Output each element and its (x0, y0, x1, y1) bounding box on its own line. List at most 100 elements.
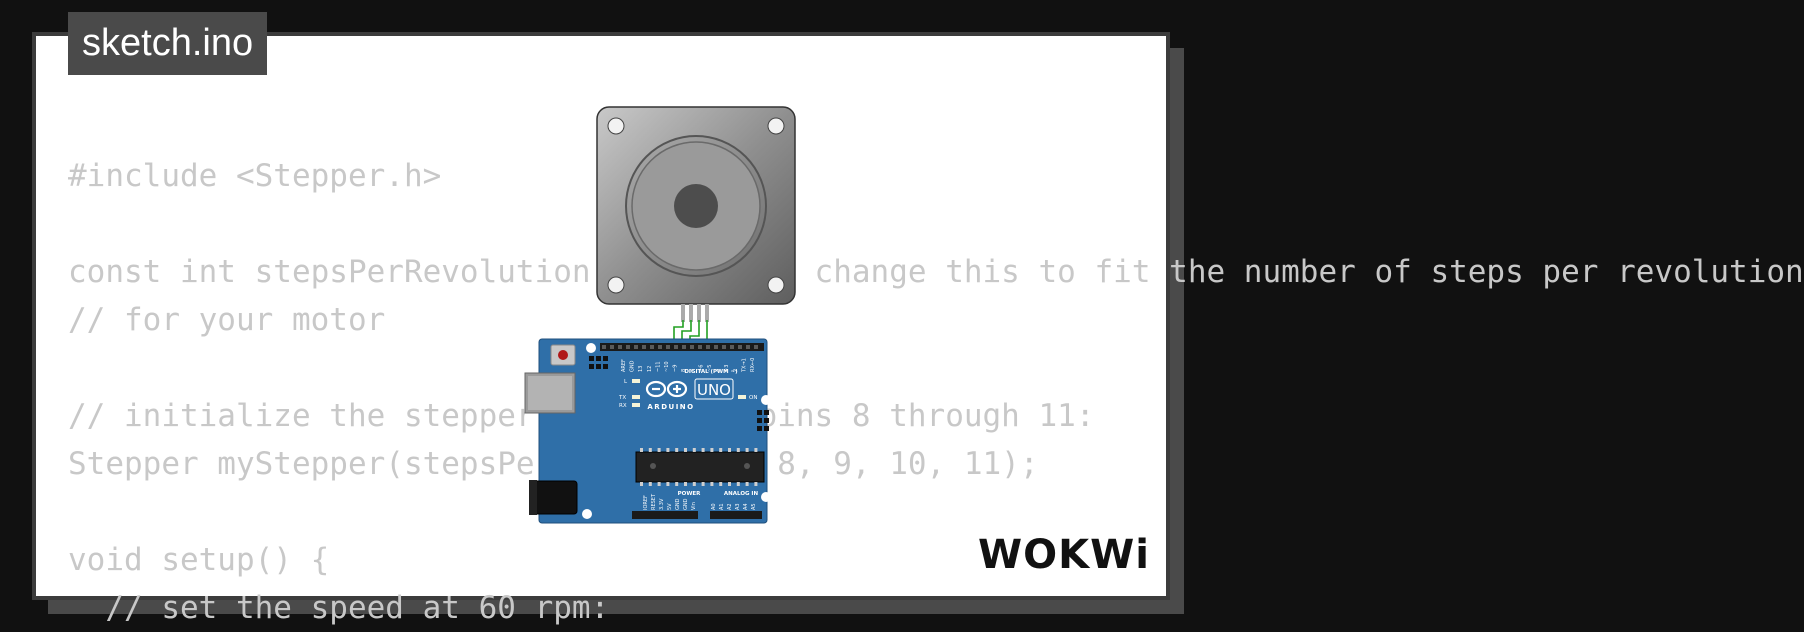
pin-label: A0 (711, 503, 717, 510)
chip-pin (684, 482, 687, 486)
header-pin[interactable] (754, 345, 758, 349)
chip-pin (701, 448, 705, 452)
pin-label: 12 (647, 366, 653, 372)
pin-label: 2 (733, 369, 739, 372)
chip-pin (692, 482, 696, 486)
header-pin[interactable] (666, 345, 670, 349)
pin-label: A3 (735, 503, 741, 510)
pin-label: ~11 (655, 361, 661, 372)
chip-pin (657, 448, 661, 452)
chip-pin (736, 448, 740, 452)
power-header[interactable] (632, 511, 698, 519)
chip-pin (745, 448, 749, 452)
pin-label: ~3 (724, 365, 730, 372)
analog-header[interactable] (710, 511, 762, 519)
pin-label: ~10 (664, 361, 670, 372)
chip-pin (640, 482, 643, 486)
chip-pin (640, 448, 643, 452)
circuit-diagram: UNO ARDUINO DIGITAL (PWM ~) POWER ANALOG… (524, 106, 796, 524)
analog-label: ANALOG IN (724, 491, 759, 497)
stepper-motor[interactable] (596, 106, 796, 322)
header-pin[interactable] (602, 345, 606, 349)
pin-label: 7 (690, 369, 696, 372)
uno-box (694, 378, 734, 400)
pin-label: A2 (727, 503, 733, 510)
chip-pin (745, 482, 749, 486)
header-pin[interactable] (698, 345, 702, 349)
wokwi-logo: WOKWi (978, 532, 1150, 578)
pin-label: 3.3V (659, 498, 665, 510)
chip-pin (648, 448, 652, 452)
header-pin[interactable] (738, 345, 742, 349)
pin-label: ~5 (707, 365, 713, 372)
code-line: // for your motor (68, 302, 386, 338)
led-label-l: L (624, 379, 628, 385)
arduino-logo (645, 380, 688, 398)
chip-pin (666, 482, 670, 486)
header-pin[interactable] (658, 345, 662, 349)
pin-label: 8 (681, 369, 687, 372)
chip-pin (728, 482, 731, 486)
chip-pin (675, 448, 679, 452)
arduino-uno-board[interactable]: UNO ARDUINO DIGITAL (PWM ~) POWER ANALOG… (524, 338, 771, 524)
led-label-rx: RX (619, 403, 627, 409)
header-pin[interactable] (650, 345, 654, 349)
pin-label: RX←0 (750, 358, 756, 372)
board-model: UNO (697, 381, 731, 399)
chip-pin (710, 482, 714, 486)
digital-header[interactable] (600, 343, 764, 351)
header-pin[interactable] (674, 345, 678, 349)
chip-pin (736, 482, 740, 486)
chip-pin (701, 482, 705, 486)
chip-pin (719, 482, 723, 486)
pin-label: A1 (719, 503, 725, 510)
chip-pin (719, 448, 723, 452)
chip-pin (675, 482, 679, 486)
header-pin[interactable] (730, 345, 734, 349)
header-pin[interactable] (746, 345, 750, 349)
wokwi-logo-text: WOKWi (978, 532, 1150, 578)
header-pin[interactable] (682, 345, 686, 349)
pin-label: GND (630, 360, 636, 372)
board-brand: ARDUINO (647, 403, 694, 411)
pin-label: IOREF (643, 495, 649, 510)
atmega-chip (635, 448, 765, 486)
led-label-tx: TX (618, 395, 626, 401)
header-pin[interactable] (618, 345, 622, 349)
pin-label: AREF (621, 359, 627, 372)
pin-label: ~6 (698, 365, 704, 372)
chip-pin (754, 448, 758, 452)
pin-label: A4 (743, 503, 749, 510)
pin-label: GND (675, 498, 681, 510)
pin-label: 13 (638, 366, 644, 372)
code-line: void setup() { (68, 542, 330, 578)
pin-label: RESET (651, 493, 657, 510)
status-leds: L TX RX ON (618, 379, 757, 409)
file-tab[interactable]: sketch.ino (68, 12, 268, 75)
header-pin[interactable] (626, 345, 630, 349)
power-label: POWER (678, 491, 702, 497)
header-pin[interactable] (722, 345, 726, 349)
header-pin[interactable] (714, 345, 718, 349)
chip-pin (648, 482, 652, 486)
chip-pin (657, 482, 661, 486)
chip-pin (692, 448, 696, 452)
pin-label: 5V (667, 503, 673, 510)
digital-label: DIGITAL (PWM ~) (684, 369, 738, 375)
header-pin[interactable] (642, 345, 646, 349)
header-pin[interactable] (610, 345, 614, 349)
pin-label: Vin (691, 502, 697, 510)
pin-label: GND (683, 498, 689, 510)
header-pin[interactable] (706, 345, 710, 349)
header-pin[interactable] (690, 345, 694, 349)
code-line: // set the speed at 60 rpm: (68, 590, 610, 626)
pin-label: 4 (716, 369, 722, 372)
chip-pin (666, 448, 670, 452)
led-label-on: ON (749, 395, 757, 401)
chip-pin (728, 448, 731, 452)
pin-label: ~9 (673, 365, 679, 372)
pin-label: TX→1 (741, 358, 747, 373)
header-pin[interactable] (634, 345, 638, 349)
chip-pin (710, 448, 714, 452)
code-line: #include <Stepper.h> (68, 158, 442, 194)
